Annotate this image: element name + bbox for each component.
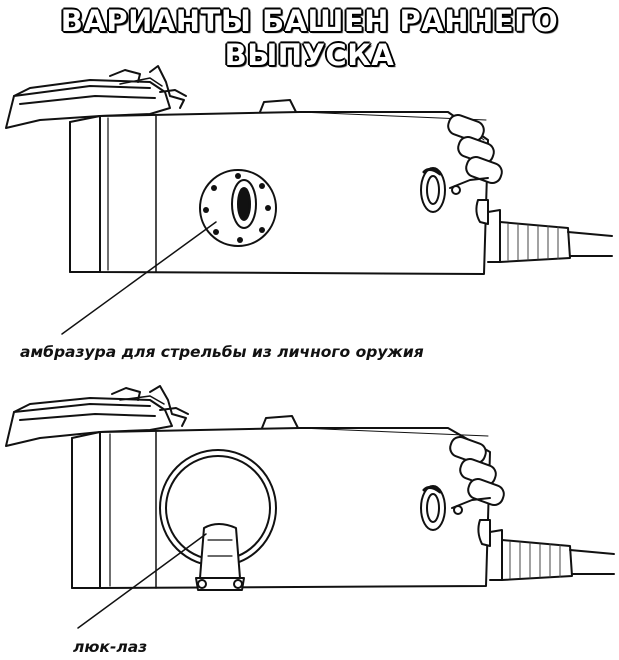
caption-pistol-port: амбразура для стрельбы из личного оружия xyxy=(20,343,424,361)
escape-hatch-bottom xyxy=(159,449,277,591)
vision-block-top xyxy=(420,167,446,213)
turret-top xyxy=(5,65,613,335)
turret-bottom xyxy=(5,385,615,629)
vision-block-bottom xyxy=(420,485,446,531)
gun-barrel-bottom xyxy=(477,519,615,581)
smoke-dischargers-bottom xyxy=(449,435,505,515)
caption-escape-hatch: люк-лаз xyxy=(73,638,148,656)
gun-barrel-top xyxy=(475,199,613,263)
commander-cupola-top xyxy=(5,65,187,129)
leader-line-top xyxy=(61,221,217,335)
pistol-port-top xyxy=(199,169,277,247)
smoke-dischargers-top xyxy=(447,113,503,195)
page-title: ВАРИАНТЫ БАШЕН РАННЕГО ВЫПУСКА xyxy=(60,4,559,72)
leader-line-bottom xyxy=(77,533,207,629)
commander-cupola-bottom xyxy=(5,385,189,447)
